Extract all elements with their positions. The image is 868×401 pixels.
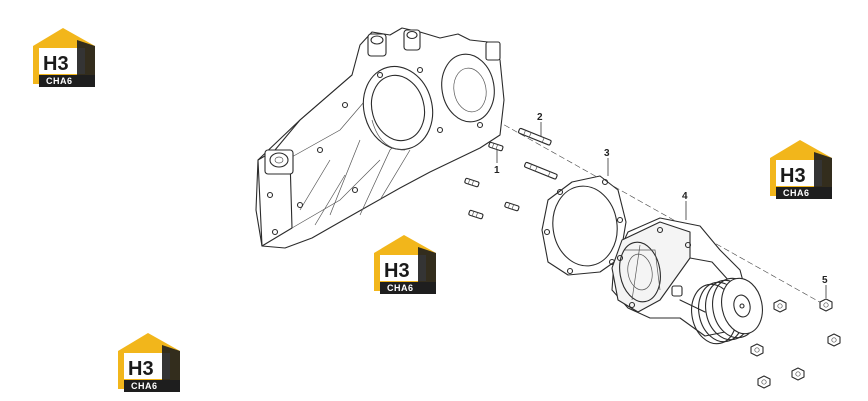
callout-label-1: 1	[494, 165, 500, 176]
watermark-logo-subtext: CHA6	[131, 381, 158, 391]
studs-short	[464, 141, 520, 220]
callout-label-4: 4	[682, 191, 688, 202]
watermark-logo-text: H3	[780, 165, 806, 187]
callout-4: 4	[682, 191, 688, 220]
callout-2: 2	[537, 112, 543, 137]
callout-3: 3	[604, 148, 610, 176]
studs-long	[518, 127, 558, 180]
callout-label-3: 3	[604, 148, 610, 159]
nuts	[750, 298, 841, 389]
watermark-logo-3: H3 CHA6	[374, 235, 436, 294]
watermark-logo-text: H3	[43, 53, 69, 75]
assembly-axis-line	[409, 71, 826, 306]
watermark-logo-subtext: CHA6	[783, 188, 810, 198]
watermark-logo-subtext: CHA6	[387, 283, 414, 293]
watermark-logo-4: H3 CHA6	[118, 333, 180, 392]
watermark-logo-text: H3	[128, 358, 154, 380]
callout-5: 5	[822, 275, 828, 298]
watermark-logo-1: H3 CHA6	[33, 28, 95, 87]
callout-1: 1	[494, 150, 500, 176]
watermark-logo-2: H3 CHA6	[770, 140, 832, 199]
gasket	[541, 175, 627, 276]
watermark-logo-subtext: CHA6	[46, 76, 73, 86]
water-pump	[611, 217, 763, 345]
callout-label-5: 5	[822, 275, 828, 286]
watermark-logo-text: H3	[384, 260, 410, 282]
engine-front-housing	[255, 27, 505, 249]
callout-label-2: 2	[537, 112, 543, 123]
